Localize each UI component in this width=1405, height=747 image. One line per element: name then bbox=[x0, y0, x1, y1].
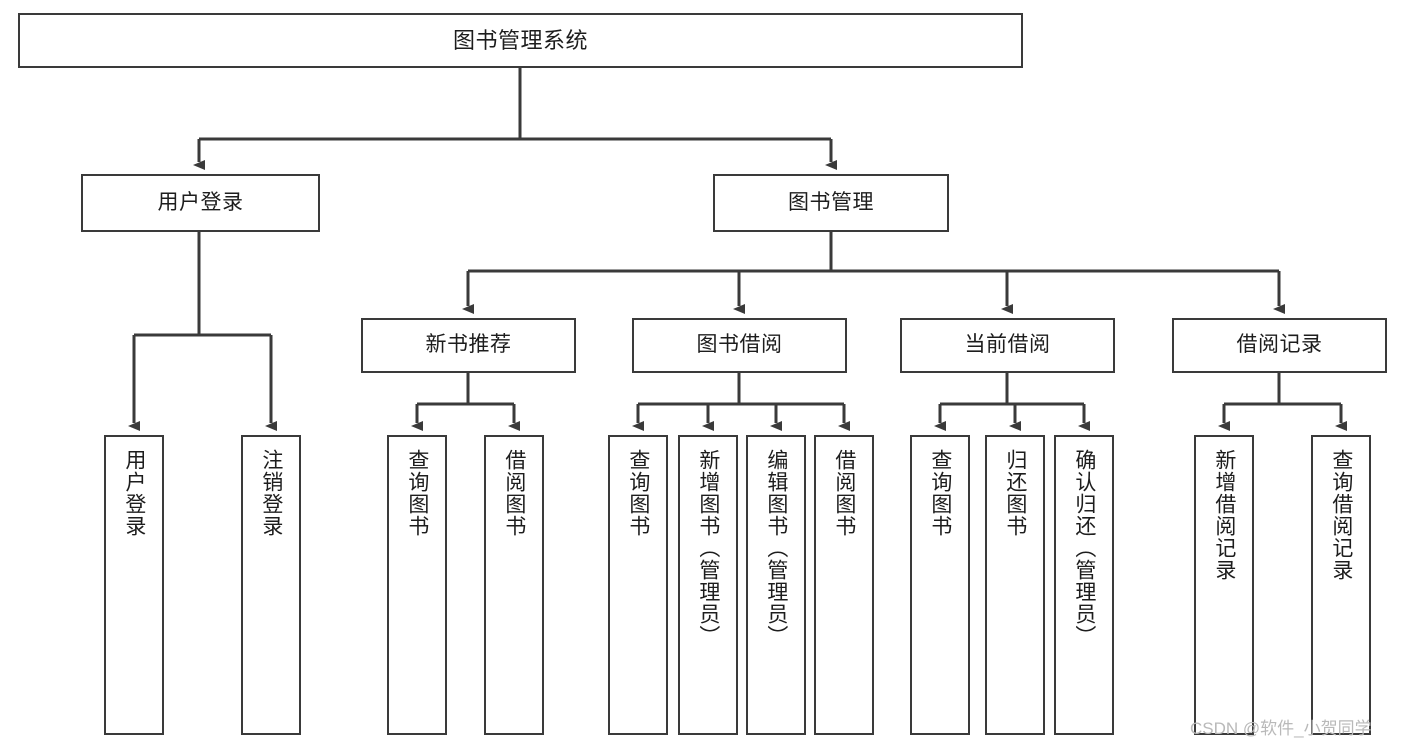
node-book-management[interactable]: 图书管理 bbox=[713, 174, 949, 232]
leaf-user-logout-label: 注销登录 bbox=[259, 449, 283, 537]
leaf-query-book-borrow[interactable]: 查询图书 bbox=[608, 435, 668, 735]
node-book-borrow[interactable]: 图书借阅 bbox=[632, 318, 847, 373]
node-current-borrow[interactable]: 当前借阅 bbox=[900, 318, 1115, 373]
leaf-user-login[interactable]: 用户登录 bbox=[104, 435, 164, 735]
leaf-add-book-admin-label: 新增图书（管理员） bbox=[696, 449, 720, 647]
leaf-edit-book-admin-label: 编辑图书（管理员） bbox=[764, 449, 788, 647]
leaf-add-borrow-record-label: 新增借阅记录 bbox=[1212, 449, 1236, 581]
leaf-return-book[interactable]: 归还图书 bbox=[985, 435, 1045, 735]
leaf-query-book-current[interactable]: 查询图书 bbox=[910, 435, 970, 735]
node-user-login[interactable]: 用户登录 bbox=[81, 174, 320, 232]
node-new-book-recommend-label: 新书推荐 bbox=[425, 333, 512, 357]
leaf-query-borrow-record-label: 查询借阅记录 bbox=[1329, 449, 1353, 581]
node-root-label: 图书管理系统 bbox=[452, 27, 588, 53]
leaf-confirm-return-admin-label: 确认归还（管理员） bbox=[1072, 449, 1096, 647]
node-user-login-label: 用户登录 bbox=[157, 190, 244, 214]
leaf-query-borrow-record[interactable]: 查询借阅记录 bbox=[1311, 435, 1371, 735]
node-borrow-record[interactable]: 借阅记录 bbox=[1172, 318, 1387, 373]
leaf-confirm-return-admin[interactable]: 确认归还（管理员） bbox=[1054, 435, 1114, 735]
leaf-return-book-label: 归还图书 bbox=[1003, 449, 1027, 537]
leaf-query-book-current-label: 查询图书 bbox=[928, 449, 952, 537]
node-new-book-recommend[interactable]: 新书推荐 bbox=[361, 318, 576, 373]
leaf-query-book-recommend[interactable]: 查询图书 bbox=[387, 435, 447, 735]
leaf-borrow-book[interactable]: 借阅图书 bbox=[814, 435, 874, 735]
leaf-edit-book-admin[interactable]: 编辑图书（管理员） bbox=[746, 435, 806, 735]
node-book-management-label: 图书管理 bbox=[788, 190, 874, 214]
leaf-user-logout[interactable]: 注销登录 bbox=[241, 435, 301, 735]
leaf-query-book-recommend-label: 查询图书 bbox=[405, 449, 429, 537]
node-book-borrow-label: 图书借阅 bbox=[696, 333, 783, 357]
node-current-borrow-label: 当前借阅 bbox=[964, 333, 1051, 357]
leaf-query-book-borrow-label: 查询图书 bbox=[626, 449, 650, 537]
node-borrow-record-label: 借阅记录 bbox=[1236, 333, 1323, 357]
leaf-add-book-admin[interactable]: 新增图书（管理员） bbox=[678, 435, 738, 735]
leaf-user-login-label: 用户登录 bbox=[122, 449, 146, 537]
leaf-add-borrow-record[interactable]: 新增借阅记录 bbox=[1194, 435, 1254, 735]
leaf-borrow-book-recommend[interactable]: 借阅图书 bbox=[484, 435, 544, 735]
leaf-borrow-book-recommend-label: 借阅图书 bbox=[502, 449, 526, 537]
node-root[interactable]: 图书管理系统 bbox=[18, 13, 1023, 68]
leaf-borrow-book-label: 借阅图书 bbox=[832, 449, 856, 537]
watermark-text: CSDN @软件_小贺同学 bbox=[1190, 719, 1372, 738]
